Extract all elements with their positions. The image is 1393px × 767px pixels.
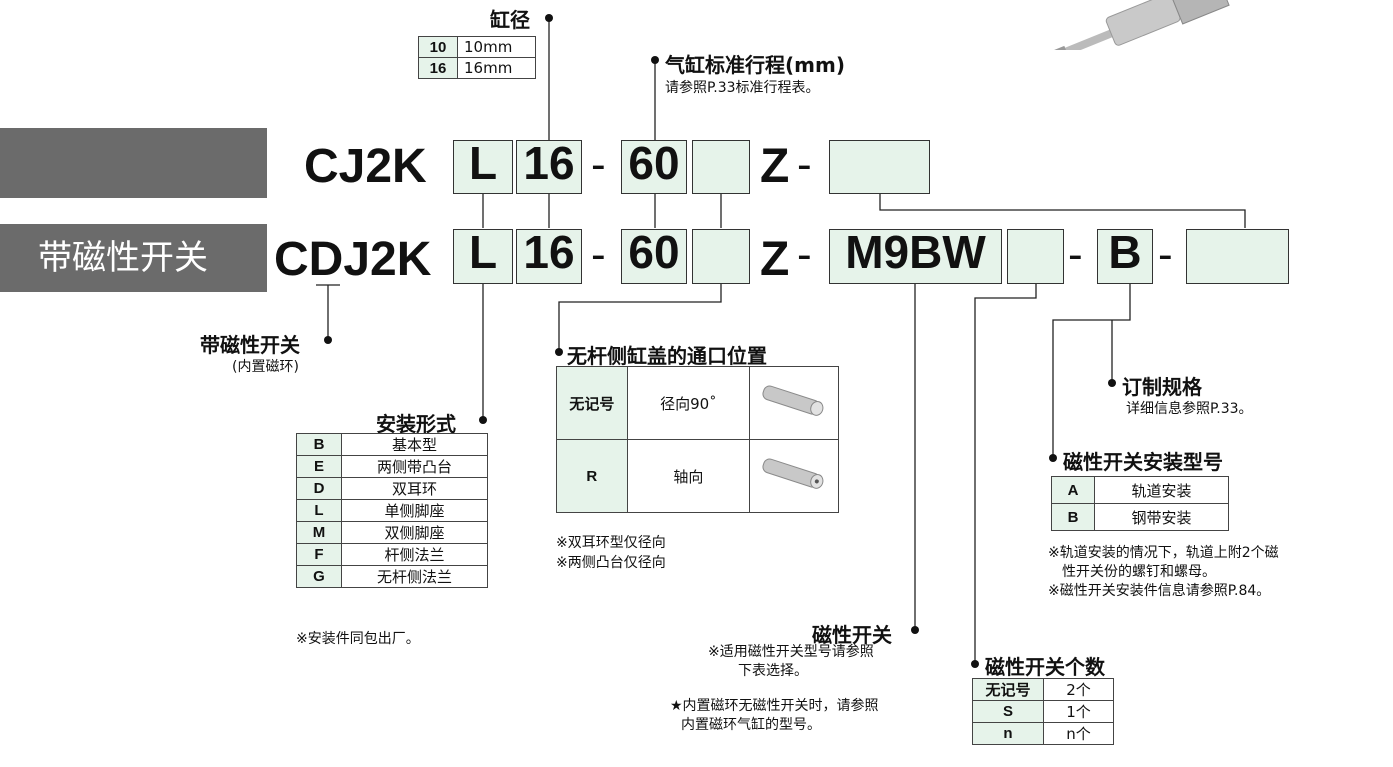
row2-switch-box: M9BW <box>829 229 1002 284</box>
table-row: R 轴向 <box>556 439 839 513</box>
row2-switch-mount-box: B <box>1097 229 1153 284</box>
switch-mount-note-1: ※轨道安装的情况下，轨道上附2个磁 <box>1048 545 1279 561</box>
port-title: 无杆侧缸盖的通口位置 <box>567 344 767 368</box>
switch-note-1b: 下表选择。 <box>738 663 808 679</box>
switch-note-2b: 内置磁环气缸的型号。 <box>681 717 821 733</box>
cylinder-product-image <box>1051 0 1230 50</box>
row1-bore-box: 16 <box>516 140 582 194</box>
switch-title: 磁性开关 <box>812 623 892 647</box>
row2-dash-3: - <box>1068 230 1083 279</box>
row2-stroke-box: 60 <box>621 229 687 284</box>
port-note-1: ※双耳环型仅径向 <box>556 535 666 551</box>
custom-title: 订制规格 <box>1122 375 1202 399</box>
variant-label: 带磁性开关 <box>38 238 208 278</box>
row1-dash-1: - <box>591 140 606 189</box>
switch-mount-note-2: 性开关份的螺钉和螺母。 <box>1062 564 1216 580</box>
custom-note: 详细信息参照P.33。 <box>1126 401 1253 417</box>
row1-mount-box: L <box>453 140 513 194</box>
magnet-sub: (内置磁环) <box>232 359 299 375</box>
row1-prefix: CJ2K <box>304 140 427 193</box>
port-note-2: ※两侧凸台仅径向 <box>556 555 666 571</box>
stroke-note: 请参照P.33标准行程表。 <box>665 80 820 96</box>
row1-port-box <box>692 140 750 194</box>
row2-dash-2: - <box>797 230 812 279</box>
mounting-title: 安装形式 <box>376 412 456 436</box>
switch-note-1a: ※适用磁性开关型号请参照 <box>708 644 874 660</box>
table-row: 无记号 径向90˚ <box>556 366 839 440</box>
port-axial-image <box>749 439 839 513</box>
row1-suffix-z: Z <box>760 140 790 193</box>
row1-custom-box <box>829 140 930 194</box>
switch-count-title: 磁性开关个数 <box>985 655 1105 679</box>
row2-suffix-z: Z <box>760 233 790 286</box>
row2-custom-box <box>1186 229 1289 284</box>
row2-prefix: CDJ2K <box>274 233 432 286</box>
standard-bar <box>0 128 267 198</box>
stroke-title: 气缸标准行程(mm) <box>665 53 845 77</box>
row2-dash-4: - <box>1158 230 1173 279</box>
row1-dash-2: - <box>797 140 812 189</box>
switch-mount-title: 磁性开关安装型号 <box>1063 450 1223 474</box>
bore-title: 缸径 <box>490 8 530 32</box>
port-radial-image <box>749 366 839 440</box>
row2-mount-box: L <box>453 229 513 284</box>
switch-note-2a: ★内置磁环无磁性开关时，请参照 <box>670 698 879 714</box>
variant-bar: 带磁性开关 <box>0 224 267 292</box>
row2-bore-box: 16 <box>516 229 582 284</box>
switch-mount-note-3: ※磁性开关安装件信息请参照P.84。 <box>1048 583 1271 599</box>
row2-port-box <box>692 229 750 284</box>
mounting-note: ※安装件同包出厂。 <box>296 631 420 647</box>
port-table: 无记号 径向90˚ R 轴向 <box>556 366 839 513</box>
magnet-title: 带磁性开关 <box>200 333 300 357</box>
row1-stroke-box: 60 <box>621 140 687 194</box>
row2-dash-1: - <box>591 230 606 279</box>
row2-switch-count-box <box>1007 229 1064 284</box>
